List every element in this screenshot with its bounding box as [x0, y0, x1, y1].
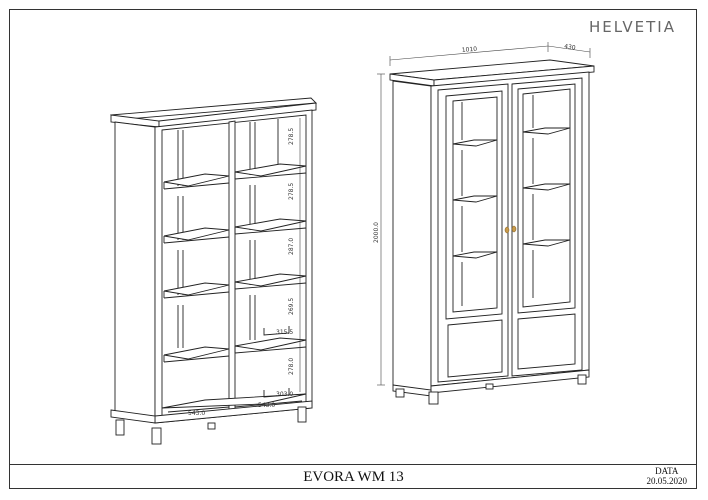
right-foot: [395, 388, 405, 398]
left-dimension-labels: 278.5 278.5 287.0 269.5 278.0 315.5 303.…: [188, 128, 295, 417]
right-side-panel: [392, 80, 432, 397]
left-foot: [115, 419, 125, 436]
drawing-frame: [9, 9, 697, 489]
shelf-height-label: 278.5: [288, 183, 295, 200]
date-block: DATA 20.05.2020: [647, 466, 688, 486]
inner-width-label: 543.0: [258, 402, 275, 409]
inner-depth-label: 315.5: [276, 329, 293, 336]
shelf-height-label: 269.5: [288, 298, 295, 315]
right-dimension-lines: [377, 42, 591, 386]
shelf-height-label: 278.5: [288, 128, 295, 145]
shelf-height-label: 287.0: [288, 238, 295, 255]
left-foot: [151, 427, 162, 445]
door-handles: [504, 225, 517, 234]
height-label: 2000.0: [373, 222, 380, 243]
width-label: 1010: [462, 46, 478, 54]
left-bookcase: [109, 97, 318, 445]
right-foot: [428, 391, 439, 405]
left-foot: [297, 406, 307, 423]
left-side-panel: [114, 121, 156, 424]
inner-depth-label: 303.0: [276, 391, 293, 398]
handle-icon: [504, 226, 510, 234]
handle-icon: [511, 225, 517, 233]
date-label: DATA: [655, 466, 679, 476]
right-foot: [577, 374, 587, 385]
left-cornice-front: [158, 102, 317, 128]
right-dimension-labels: 1010 430 2000.0: [373, 43, 576, 243]
inner-width-label: 543.0: [188, 410, 205, 417]
product-title: EVORA WM 13: [303, 469, 404, 485]
shelf-height-label: 278.0: [288, 358, 295, 375]
date-value: 20.05.2020: [646, 476, 688, 486]
depth-label: 430: [564, 43, 576, 52]
brand-logo: HELVETIA: [588, 18, 676, 36]
right-cabinet: [389, 59, 595, 405]
title-block: EVORA WM 13 DATA 20.05.2020: [10, 464, 697, 490]
left-middle-divider: [228, 120, 236, 415]
